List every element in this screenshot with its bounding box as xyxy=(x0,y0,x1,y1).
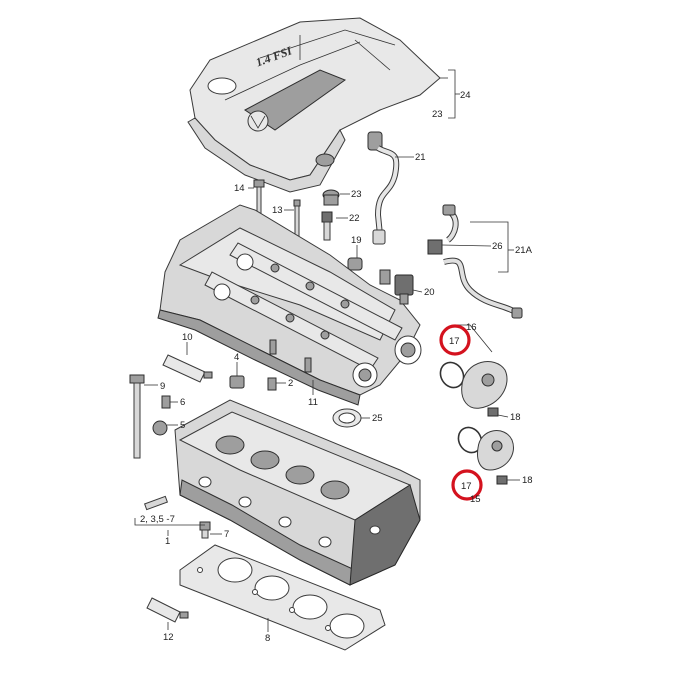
callout-14: 14 xyxy=(234,183,245,194)
callout-18-upper: 18 xyxy=(510,412,521,423)
callout-10: 10 xyxy=(182,332,193,343)
cylinder-head xyxy=(174,399,421,586)
leader-lines xyxy=(134,69,520,632)
callout-13: 13 xyxy=(272,205,283,216)
highlight-circle-upper xyxy=(439,324,471,356)
callout-23-cover: 23 xyxy=(432,109,443,120)
callout-2-3-5-7: 2, 3,5 -7 xyxy=(140,514,175,525)
small-parts-upper xyxy=(253,179,363,271)
callout-24: 24 xyxy=(460,90,471,101)
callout-5: 5 xyxy=(180,420,185,431)
callout-4: 4 xyxy=(234,352,239,363)
vacuum-lines xyxy=(427,204,523,319)
callout-9: 9 xyxy=(160,381,165,392)
breather-hose xyxy=(367,131,400,245)
callout-20: 20 xyxy=(424,287,435,298)
callout-8: 8 xyxy=(265,633,270,644)
callout-15: 15 xyxy=(470,494,481,505)
callout-23-grommet: 23 xyxy=(351,189,362,200)
sealant-tube xyxy=(146,597,189,623)
callout-6: 6 xyxy=(180,397,185,408)
seals-and-covers xyxy=(439,361,514,485)
callout-21A: 21A xyxy=(515,245,533,256)
callout-11: 11 xyxy=(308,397,318,408)
sensor-20 xyxy=(394,274,414,305)
callout-22: 22 xyxy=(349,213,360,224)
callout-labels: 24 23 21 14 23 13 22 19 26 21A 20 16 17 … xyxy=(140,90,533,644)
camshaft-housing xyxy=(157,204,422,406)
engine-cover: 1.4 FSI xyxy=(187,17,441,193)
callout-26: 26 xyxy=(492,241,503,252)
small-parts-left xyxy=(129,354,362,459)
highlight-circle-lower xyxy=(451,469,483,501)
small-parts-lower xyxy=(143,495,211,539)
callout-17-upper: 17 xyxy=(449,336,460,347)
callout-2: 2 xyxy=(288,378,293,389)
callout-16: 16 xyxy=(466,322,477,333)
head-gasket xyxy=(179,544,386,651)
callout-21: 21 xyxy=(415,152,426,163)
callout-25: 25 xyxy=(372,413,383,424)
callout-1: 1 xyxy=(165,536,170,547)
callout-7: 7 xyxy=(224,529,229,540)
callout-17-lower: 17 xyxy=(461,481,472,492)
callout-12: 12 xyxy=(163,632,174,643)
callout-18-lower: 18 xyxy=(522,475,533,486)
callout-19: 19 xyxy=(351,235,362,246)
